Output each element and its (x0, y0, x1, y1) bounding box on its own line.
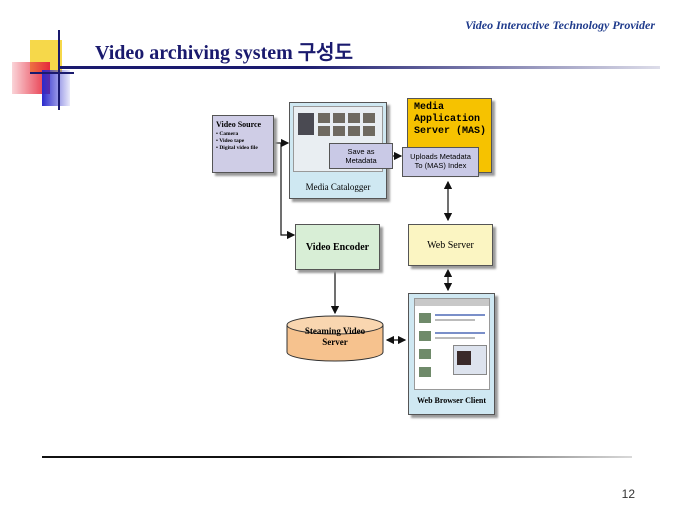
video-source-item: Camera (216, 131, 270, 138)
mas-line2: Application (414, 114, 481, 125)
save-metadata-box: Save as Metadata (329, 143, 393, 169)
video-encoder-box: Video Encoder (295, 224, 380, 270)
footer-rule (42, 456, 632, 458)
save-metadata-line2: Metadata (345, 156, 377, 165)
company-tagline: Video Interactive Technology Provider (465, 18, 655, 32)
streaming-server-label: Steaming Video Server (286, 326, 384, 348)
mas-label: Media Application Server (MAS) (414, 102, 490, 138)
upload-metadata-line2: To (MAS) Index (414, 161, 467, 170)
page-number: 12 (621, 487, 635, 501)
header-decoration-hline (30, 72, 74, 74)
header-decoration-blue (42, 70, 70, 106)
streaming-server-line1: Steaming Video (304, 326, 366, 336)
upload-metadata-box: Uploads Metadata To (MAS) Index (402, 147, 479, 177)
video-source-title: Video Source (216, 120, 262, 129)
page-title: Video archiving system 구성도 (95, 42, 353, 64)
video-source-box: Video Source Camera Video tape Digital v… (212, 115, 274, 173)
streaming-server-cylinder (286, 315, 384, 362)
arrow-source-encoder (280, 143, 296, 240)
video-source-list: Camera Video tape Digital video file (216, 131, 270, 152)
web-browser-client-screenshot (414, 298, 490, 390)
web-server-box: Web Server (408, 224, 493, 266)
streaming-server-line2: Server (322, 337, 348, 347)
web-browser-client-label: Web Browser Client (416, 396, 487, 405)
mas-line1: Media (414, 102, 445, 113)
mas-line3: Server (MAS) (414, 126, 487, 137)
video-source-item: Video tape (216, 138, 270, 145)
video-source-item: Digital video file (216, 145, 270, 152)
upload-metadata-line1: Uploads Metadata (410, 152, 471, 161)
save-metadata-line1: Save as (347, 147, 375, 156)
title-underline (60, 66, 660, 69)
header-decoration-vline (58, 30, 60, 110)
media-catalogger-label: Media Catalogger (305, 182, 371, 192)
